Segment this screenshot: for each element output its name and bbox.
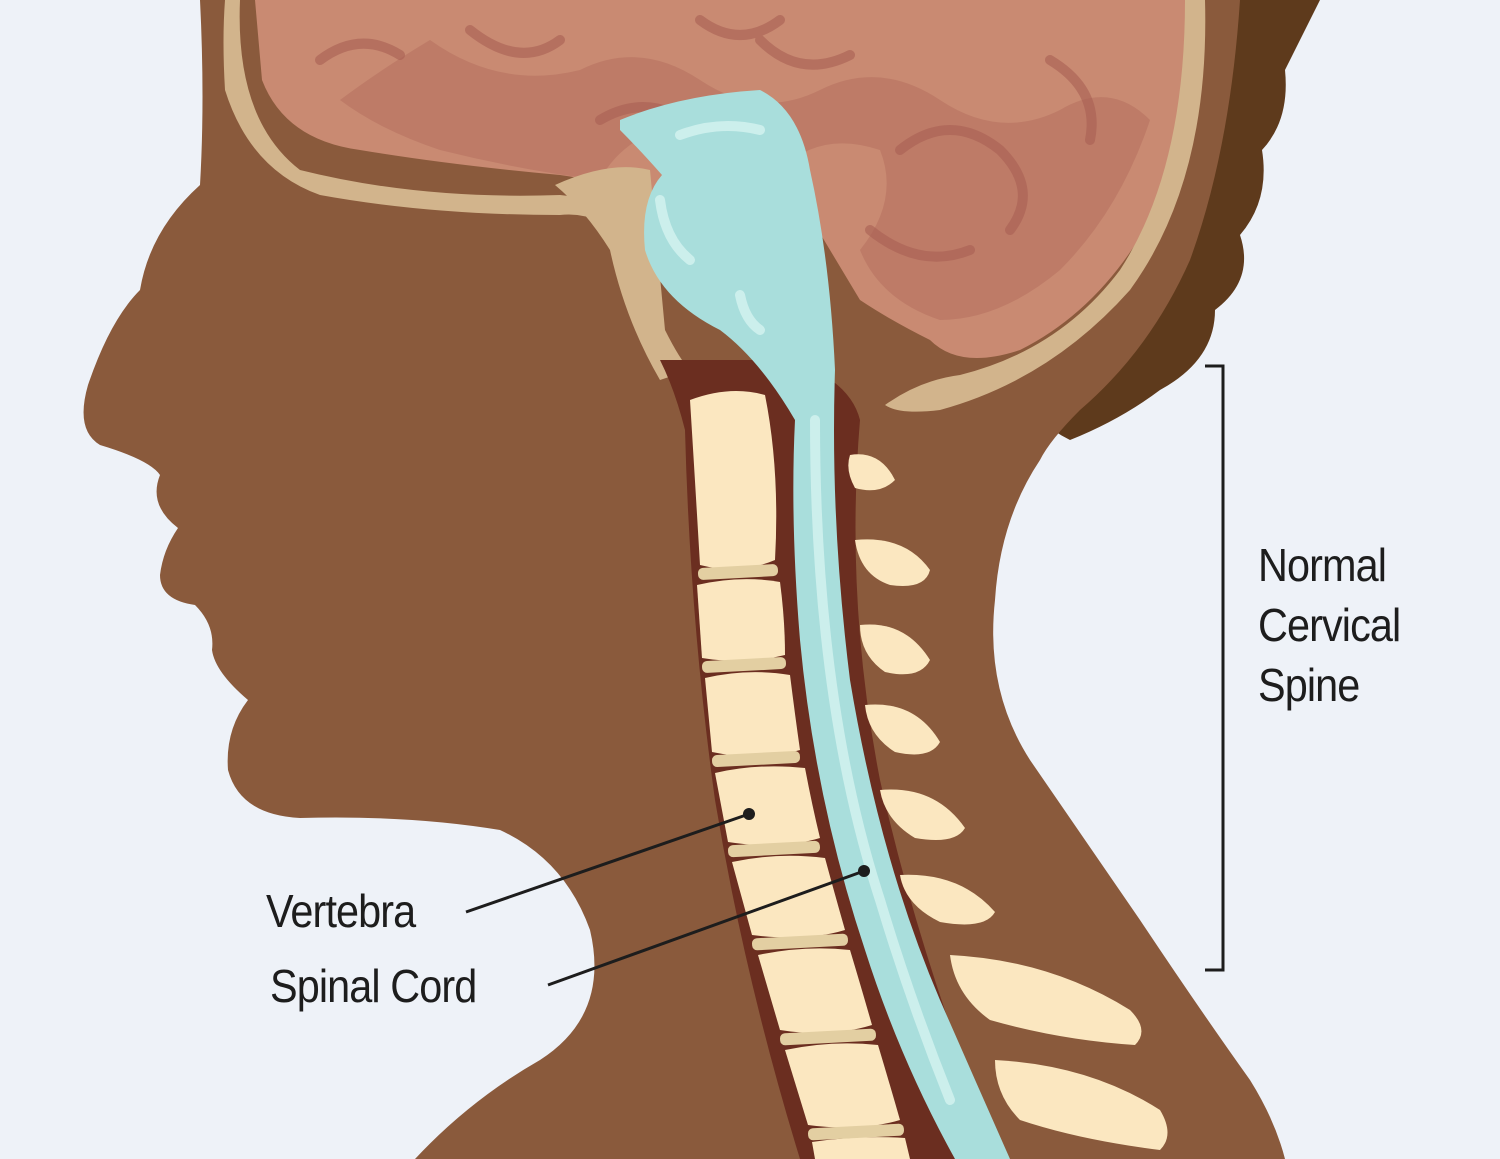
spinal-cord (620, 90, 1010, 1159)
vertebra-pointer-dot (743, 808, 755, 820)
vertebra-c7 (758, 948, 872, 1034)
vertebra-c4 (705, 672, 800, 757)
label-line-spine: Spine (1258, 659, 1360, 711)
spinal-cord-highlight (655, 121, 955, 1105)
label-line-normal: Normal (1258, 539, 1387, 591)
vertebra-c2 (690, 391, 777, 569)
spinous-processes (848, 454, 1168, 1150)
vertebra-t2 (812, 1137, 910, 1159)
vertebral-bodies (690, 391, 910, 1159)
cervical-bracket (1205, 364, 1225, 972)
vertebra-c5 (715, 766, 820, 846)
spinal-cord-label: Spinal Cord (270, 960, 477, 1012)
label-line-cervical: Cervical (1258, 599, 1401, 651)
vertebra-label: Vertebra (266, 885, 416, 937)
skull-bone (223, 0, 640, 250)
brain-folds (315, 15, 1097, 262)
brain-shadow (340, 40, 1150, 320)
vertebra-leader-line (465, 812, 750, 914)
spinal-cord-pointer-dot (858, 865, 870, 877)
spinal-cord-leader-line (547, 869, 865, 987)
skull-base (555, 167, 690, 380)
intervertebral-discs (697, 564, 904, 1141)
vertebra-t1 (785, 1043, 900, 1128)
vertebra-c3 (697, 579, 785, 661)
normal-cervical-spine-label: Normal Cervical Spine (1258, 535, 1401, 715)
